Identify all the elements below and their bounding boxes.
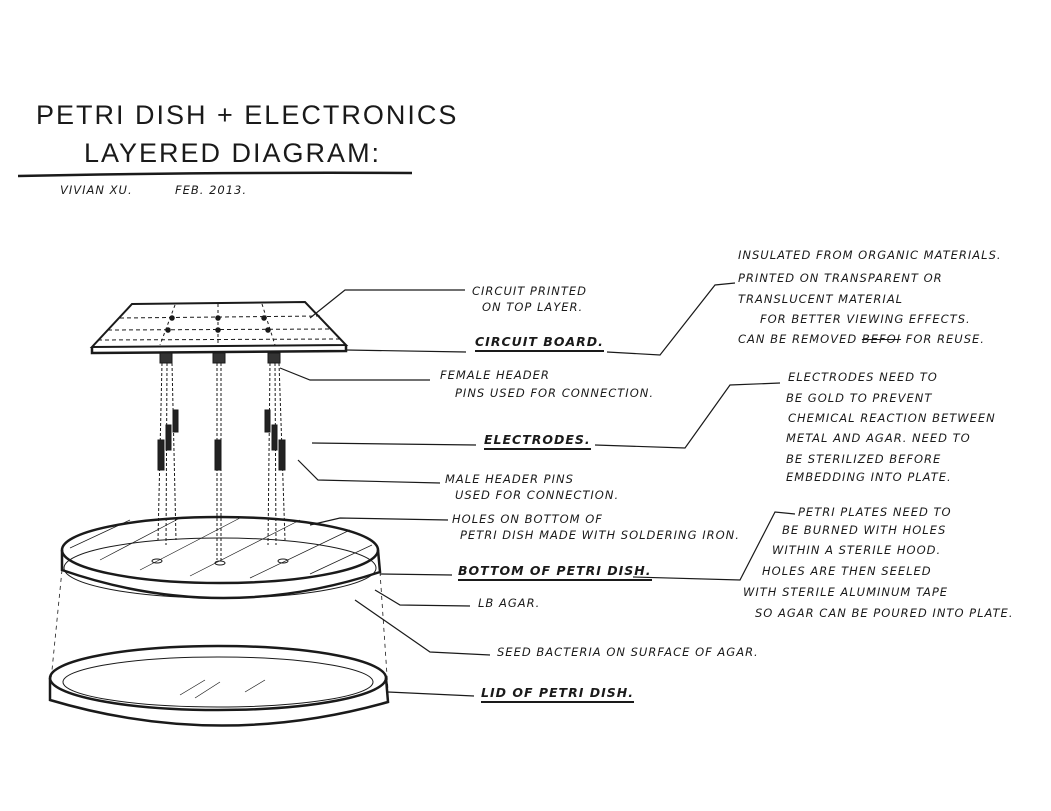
date: FEB. 2013. — [175, 183, 248, 197]
note-circuit-5: CAN BE REMOVED BEFOI FOR REUSE. — [738, 332, 985, 346]
label-female-header-1: FEMALE HEADER — [440, 368, 550, 382]
note-electrodes-4: METAL AND AGAR. NEED TO — [786, 431, 971, 445]
label-seed-bacteria: SEED BACTERIA ON SURFACE OF AGAR. — [497, 645, 759, 659]
label-holes-1: HOLES ON BOTTOM OF — [452, 512, 603, 526]
note-circuit-5b: FOR REUSE. — [905, 332, 985, 346]
note-circuit-4: FOR BETTER VIEWING EFFECTS. — [760, 312, 971, 326]
label-lid: LID OF PETRI DISH. — [481, 685, 634, 703]
note-circuit-1: INSULATED FROM ORGANIC MATERIALS. — [738, 248, 1002, 262]
circuit-board-drawing — [89, 300, 349, 355]
label-female-header-2: PINS USED FOR CONNECTION. — [455, 386, 654, 400]
title-line-2: LAYERED DIAGRAM: — [84, 138, 382, 168]
leader-lines — [279, 282, 796, 697]
note-petri-3: WITHIN A STERILE HOOD. — [772, 543, 942, 557]
note-petri-1: PETRI PLATES NEED TO — [798, 505, 952, 519]
note-electrodes-3: CHEMICAL REACTION BETWEEN — [788, 411, 996, 425]
electrodes-drawing — [157, 352, 286, 560]
label-circuit-printed-1: CIRCUIT PRINTED — [472, 284, 587, 298]
note-petri-2: BE BURNED WITH HOLES — [782, 523, 947, 537]
author: VIVIAN XU. — [60, 183, 133, 197]
note-electrodes-6: EMBEDDING INTO PLATE. — [786, 470, 952, 484]
title-line-1: PETRI DISH + ELECTRONICS — [36, 100, 459, 130]
label-circuit-board: CIRCUIT BOARD. — [475, 334, 604, 352]
note-circuit-5a: CAN BE REMOVED — [738, 332, 858, 346]
note-petri-4: HOLES ARE THEN SEELED — [762, 564, 932, 578]
label-male-header-2: USED FOR CONNECTION. — [455, 488, 620, 502]
label-holes-2: PETRI DISH MADE WITH SOLDERING IRON. — [460, 528, 740, 542]
label-electrodes: ELECTRODES. — [484, 432, 591, 450]
title-underline — [17, 171, 413, 178]
label-circuit-printed-2: ON TOP LAYER. — [482, 300, 584, 314]
petri-lid-drawing — [48, 644, 390, 727]
petri-bottom-drawing — [60, 515, 382, 600]
label-bottom-dish: BOTTOM OF PETRI DISH. — [458, 563, 652, 581]
note-electrodes-2: BE GOLD TO PREVENT — [786, 391, 933, 405]
note-circuit-3: TRANSLUCENT MATERIAL — [738, 292, 904, 306]
note-electrodes-1: ELECTRODES NEED TO — [788, 370, 938, 384]
label-male-header-1: MALE HEADER PINS — [445, 472, 574, 486]
note-circuit-5-struck: BEFOI — [861, 332, 902, 346]
label-lb-agar: LB AGAR. — [478, 596, 541, 610]
note-electrodes-5: BE STERILIZED BEFORE — [786, 452, 942, 466]
note-petri-5: WITH STERILE ALUMINUM TAPE — [743, 585, 949, 599]
note-circuit-2: PRINTED ON TRANSPARENT OR — [738, 271, 943, 285]
note-petri-6: SO AGAR CAN BE POURED INTO PLATE. — [755, 606, 1014, 620]
